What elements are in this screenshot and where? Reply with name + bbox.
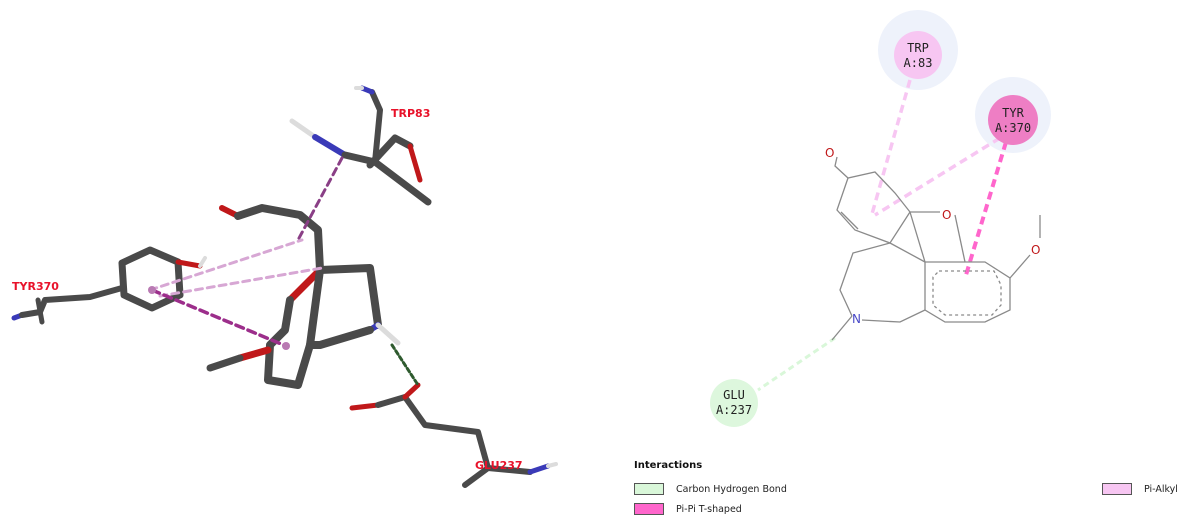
atom-o-ether: O	[942, 208, 951, 222]
node-tyr-id: A:370	[995, 121, 1031, 135]
glu237-label: GLU237	[475, 459, 523, 472]
3d-interaction-lines	[148, 156, 420, 387]
node-tyr-name: TYR	[1002, 106, 1024, 120]
node-trp-id: A:83	[904, 56, 933, 70]
glu237-residue	[349, 382, 558, 488]
legend-label-pi-pi-tshaped: Pi-Pi T-shaped	[676, 503, 742, 515]
atom-o-hydroxyl: O	[825, 146, 834, 160]
node-glu-id: A:237	[716, 403, 752, 417]
atom-n-amine: N	[852, 312, 861, 326]
2d-interaction-diagram: O O O N TRP A:83 TYR A:370 GLU A:237	[600, 0, 1180, 517]
legend-swatch-pi-pi-tshaped	[634, 503, 664, 515]
legend-label-carbon-hydrogen-bond: Carbon Hydrogen Bond	[676, 483, 787, 495]
legend-label-pi-alkyl: Pi-Alkyl	[1144, 483, 1178, 495]
node-glu-237[interactable]: GLU A:237	[710, 379, 758, 427]
2d-diagram-svg: O O O N TRP A:83 TYR A:370 GLU A:237	[710, 10, 1051, 427]
tyr370-label: TYR370	[12, 280, 59, 293]
legend-title: Interactions	[634, 460, 703, 471]
pi-alkyl-tyr-line	[874, 136, 1001, 217]
ligand-structure	[206, 204, 401, 389]
legend-item-pi-pi-tshaped: Pi-Pi T-shaped	[634, 502, 742, 516]
legend-swatch-carbon-hydrogen-bond	[634, 483, 664, 495]
carbon-h-bond-line	[757, 336, 836, 392]
node-trp-83[interactable]: TRP A:83	[894, 31, 942, 79]
legend-item-pi-alkyl: Pi-Alkyl	[1102, 482, 1178, 496]
atom-o-methoxy: O	[1031, 243, 1040, 257]
3d-structure-svg: TRP83 TYR370 GLU237	[11, 85, 558, 488]
node-glu-name: GLU	[723, 388, 745, 402]
node-trp-name: TRP	[907, 41, 929, 55]
ligand-2d-skeleton	[831, 156, 1041, 341]
node-tyr-370[interactable]: TYR A:370	[988, 95, 1038, 145]
legend-swatch-pi-alkyl	[1102, 483, 1132, 495]
trp83-residue	[289, 85, 432, 206]
interactions-legend: Interactions Carbon Hydrogen Bond Pi-Pi …	[634, 460, 1180, 517]
tyr370-residue	[11, 246, 207, 325]
legend-item-carbon-hydrogen-bond: Carbon Hydrogen Bond	[634, 482, 787, 496]
trp83-label: TRP83	[391, 107, 430, 120]
3d-structure-view: TRP83 TYR370 GLU237	[11, 85, 558, 488]
pi-alkyl-trp-line	[870, 79, 912, 215]
pi-pi-tshaped-line	[964, 141, 1008, 276]
